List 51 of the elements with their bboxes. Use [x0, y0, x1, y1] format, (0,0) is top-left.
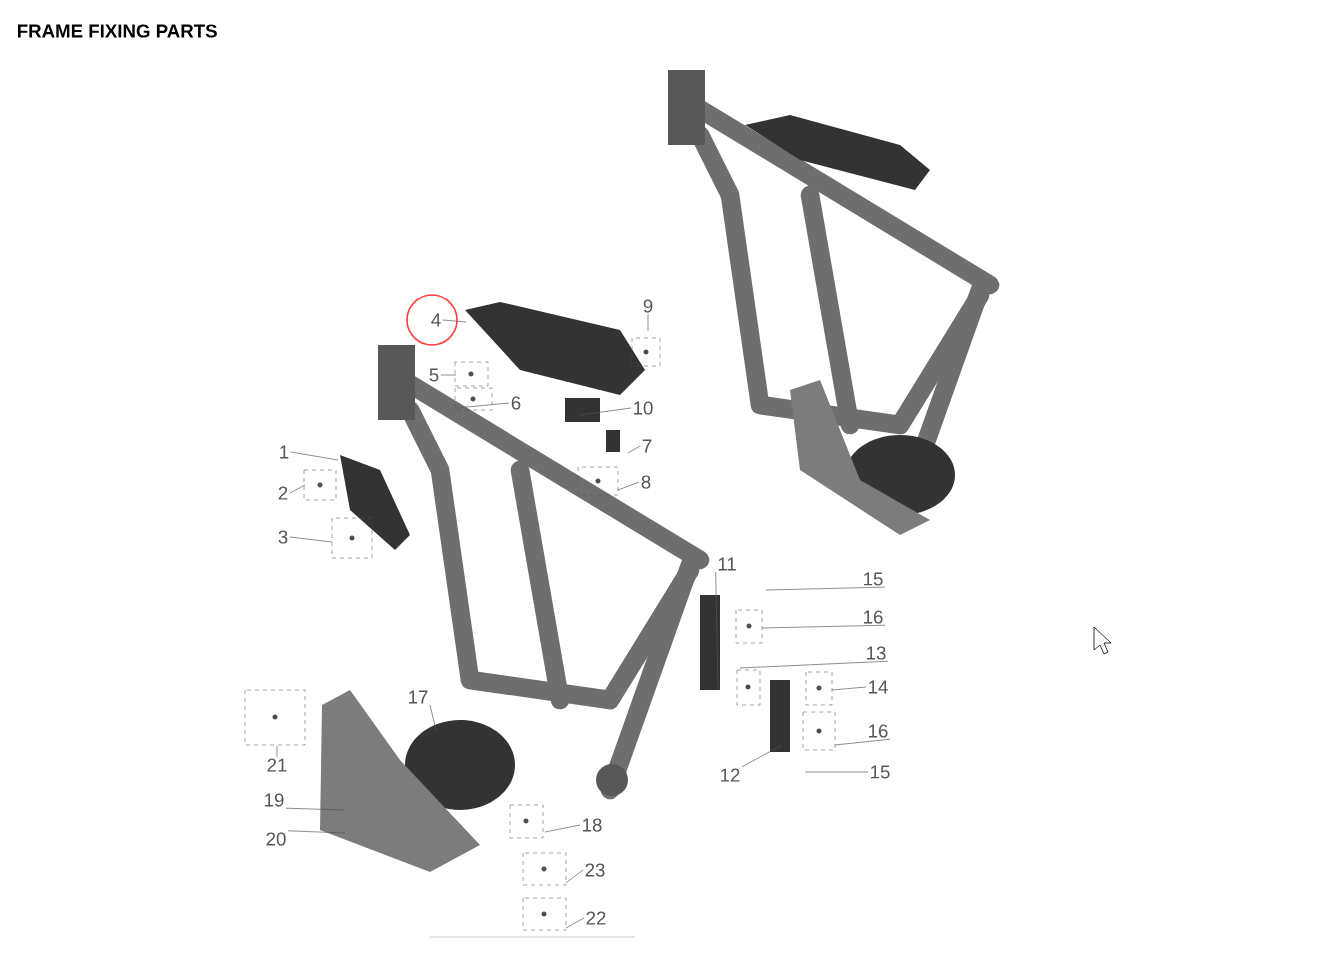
callout-number: 21 [267, 758, 287, 772]
callout-number: 7 [642, 439, 652, 453]
callout-number: 23 [585, 863, 605, 877]
leader-line [429, 704, 437, 731]
callout-number: 22 [586, 911, 606, 925]
leader-line [565, 869, 584, 884]
leader-line [739, 660, 889, 669]
callout-number: 9 [643, 299, 653, 313]
callout-number: 20 [266, 832, 286, 846]
leader-line [287, 830, 346, 834]
callout-number: 2 [278, 486, 288, 500]
callout-number: 15 [871, 765, 890, 779]
leader-line [579, 407, 632, 416]
callout-number: 4 [431, 313, 441, 327]
leader-line [455, 402, 510, 409]
callout-number: 16 [869, 724, 888, 738]
callout-number: 10 [634, 401, 653, 415]
callout-number: 15 [864, 572, 883, 586]
title: FRAME FIXING PARTS [17, 24, 217, 38]
leader-line [544, 824, 581, 833]
leader-line [440, 374, 457, 376]
callout-number: 11 [718, 557, 736, 571]
leader-line [834, 738, 891, 746]
leader-line [715, 571, 719, 691]
leader-line [289, 484, 306, 494]
callout-number: 13 [867, 646, 886, 660]
leader-line [627, 445, 641, 454]
leader-line [761, 624, 886, 629]
leader-line [804, 771, 869, 773]
leader-line [290, 451, 339, 461]
callout-number: 8 [641, 475, 651, 489]
leader-line [289, 536, 333, 543]
leader-line [831, 686, 867, 691]
callout-number: 19 [265, 793, 284, 807]
callout-number: 5 [429, 368, 439, 382]
leader-line [442, 319, 467, 323]
callout-number: 3 [278, 530, 288, 544]
leader-line [565, 917, 585, 929]
callout-number: 16 [864, 610, 883, 624]
leader-line [285, 807, 346, 811]
leader-line [765, 586, 886, 591]
callout-number: 12 [721, 768, 740, 782]
leader-line [741, 744, 783, 768]
leader-line [617, 481, 640, 491]
leader-line [647, 313, 649, 332]
callout-number: 6 [511, 396, 521, 410]
callout-number: 1 [280, 445, 289, 459]
leader-line [276, 745, 278, 758]
callout-number: 17 [409, 690, 428, 704]
callout-number: 14 [869, 680, 888, 694]
callout-number: 18 [583, 818, 602, 832]
